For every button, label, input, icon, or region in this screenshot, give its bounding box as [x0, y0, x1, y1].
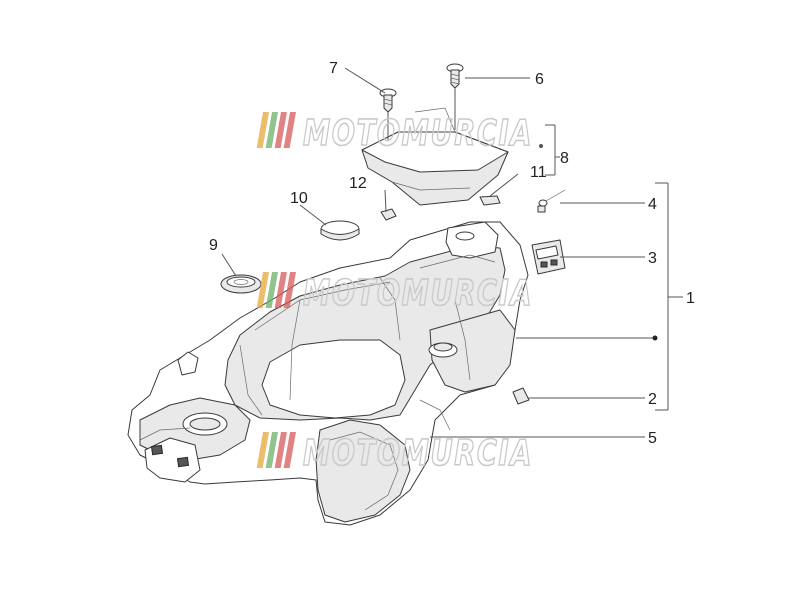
- watermark-stripe: [265, 112, 278, 148]
- watermark-stripe: [256, 272, 269, 308]
- watermark-stripe: [274, 272, 287, 308]
- watermark-stripe: [256, 112, 269, 148]
- watermark-stripe: [265, 432, 278, 468]
- watermark-text: MOTOMURCIA: [303, 113, 533, 154]
- callout-3: 3: [648, 250, 657, 267]
- leader-lines: [221, 67, 683, 438]
- callout-10: 10: [290, 190, 308, 207]
- screw-part-7: [379, 88, 397, 113]
- callout-7: 7: [329, 60, 338, 77]
- watermark-text: MOTOMURCIA: [303, 433, 533, 474]
- helmet-compartment-body: [127, 221, 529, 526]
- watermark-stripe: [283, 272, 296, 308]
- pin-part-4: [537, 189, 566, 213]
- watermark-middle: MOTOMURCIA: [256, 272, 533, 315]
- callout-11: 11: [530, 164, 547, 181]
- callout-12: 12: [349, 175, 367, 192]
- watermark-bottom: MOTOMURCIA: [256, 432, 533, 475]
- watermark-stripe: [274, 432, 287, 468]
- watermark-stripe: [265, 272, 278, 308]
- callout-5: 5: [648, 430, 657, 447]
- callout-6: 6: [535, 71, 544, 88]
- clip-part-2: [512, 387, 530, 405]
- clip-part-12: [380, 208, 397, 221]
- watermark-text: MOTOMURCIA: [303, 273, 533, 314]
- pad-part-11: [479, 195, 501, 206]
- screw-part-6: [446, 63, 464, 89]
- watermark-stripe: [274, 112, 287, 148]
- compartment-lid: [361, 107, 509, 206]
- callouts: 7 6 8 11 12 10 9 4 3 1 2 5: [209, 60, 695, 447]
- watermark-stripe: [256, 432, 269, 468]
- watermark-top: MOTOMURCIA: [256, 112, 533, 155]
- callout-8: 8: [560, 150, 569, 167]
- latch-part-3: [531, 239, 566, 275]
- watermark-stripe: [283, 112, 296, 148]
- callout-9: 9: [209, 237, 218, 254]
- watermark-stripe: [283, 432, 296, 468]
- plug-cap-part-10: [320, 220, 360, 241]
- grommet-part-9: [220, 274, 262, 294]
- callout-4: 4: [648, 196, 657, 213]
- callout-1: 1: [686, 290, 695, 307]
- callout-2: 2: [648, 391, 657, 408]
